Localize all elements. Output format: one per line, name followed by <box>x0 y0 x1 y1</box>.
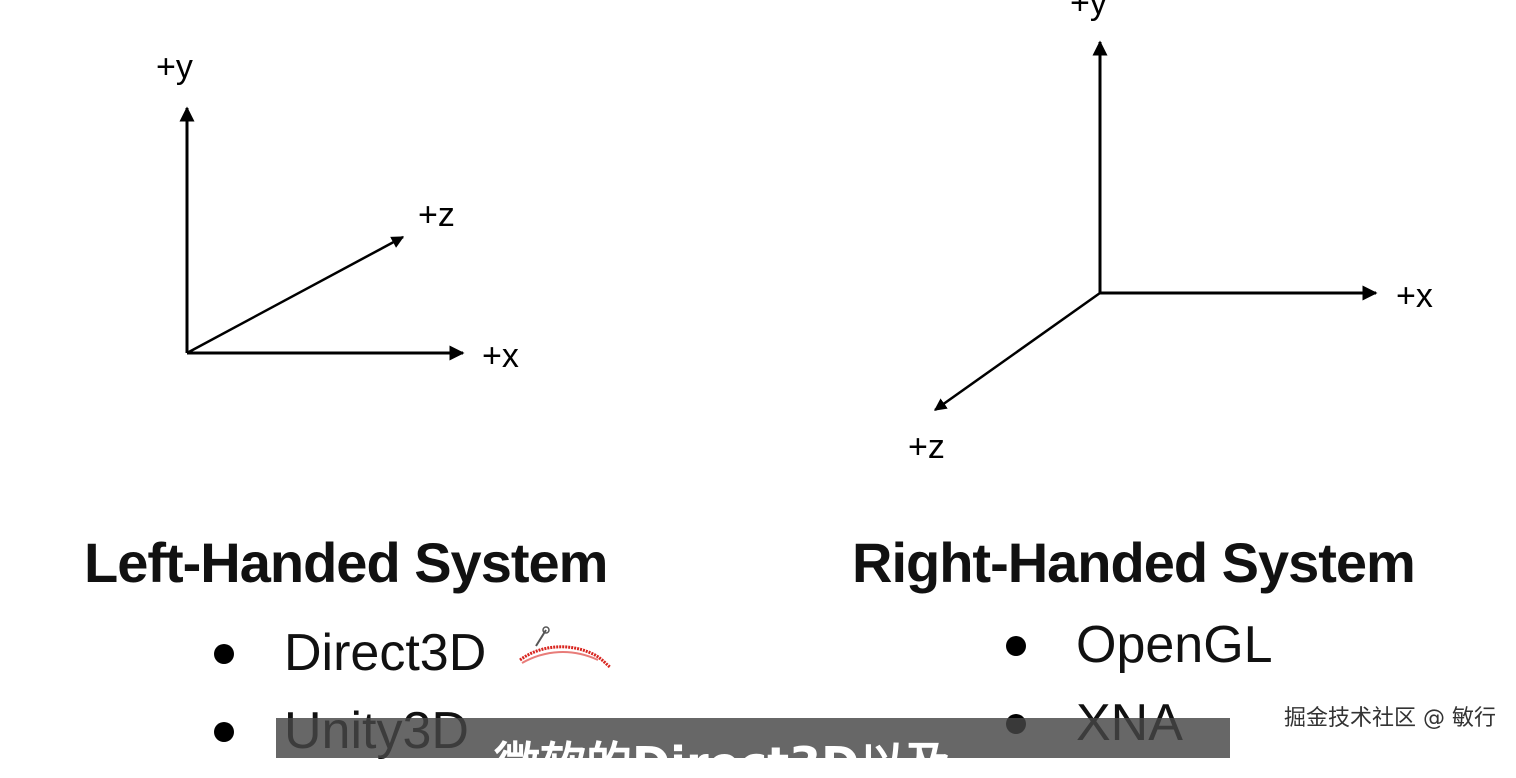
right-handed-axes: +y +x +z <box>908 0 1433 466</box>
right-x-label: +x <box>1396 277 1433 315</box>
coordinate-systems-diagram: +y +z +x +y +x +z <box>156 0 1433 669</box>
left-handed-title: Left-Handed System <box>84 531 608 594</box>
bullet-icon <box>214 722 234 742</box>
bullet-icon <box>214 644 234 664</box>
item-label: Direct3D <box>284 624 487 682</box>
left-x-label: +x <box>482 337 519 375</box>
bullet-icon <box>1006 636 1026 656</box>
left-z-axis <box>186 235 405 355</box>
right-z-label: +z <box>908 428 945 466</box>
watermark: 掘金技术社区 @ 敏行 <box>1284 706 1496 731</box>
left-y-label: +y <box>156 48 193 86</box>
left-handed-axes: +y +z +x <box>156 48 519 375</box>
video-subtitle-bar: 微软的Direct3D以及 <box>276 718 1230 758</box>
right-y-label: +y <box>1070 0 1107 22</box>
subtitle-text: 微软的Direct3D以及 <box>494 728 951 758</box>
list-item-direct3d: Direct3D <box>214 622 486 700</box>
item-label: OpenGL <box>1076 616 1273 674</box>
list-item-opengl: OpenGL <box>1006 614 1273 692</box>
annotation-scribble <box>519 626 611 669</box>
right-z-axis <box>933 291 1101 412</box>
right-handed-title: Right-Handed System <box>852 531 1416 594</box>
left-z-label: +z <box>418 196 455 234</box>
